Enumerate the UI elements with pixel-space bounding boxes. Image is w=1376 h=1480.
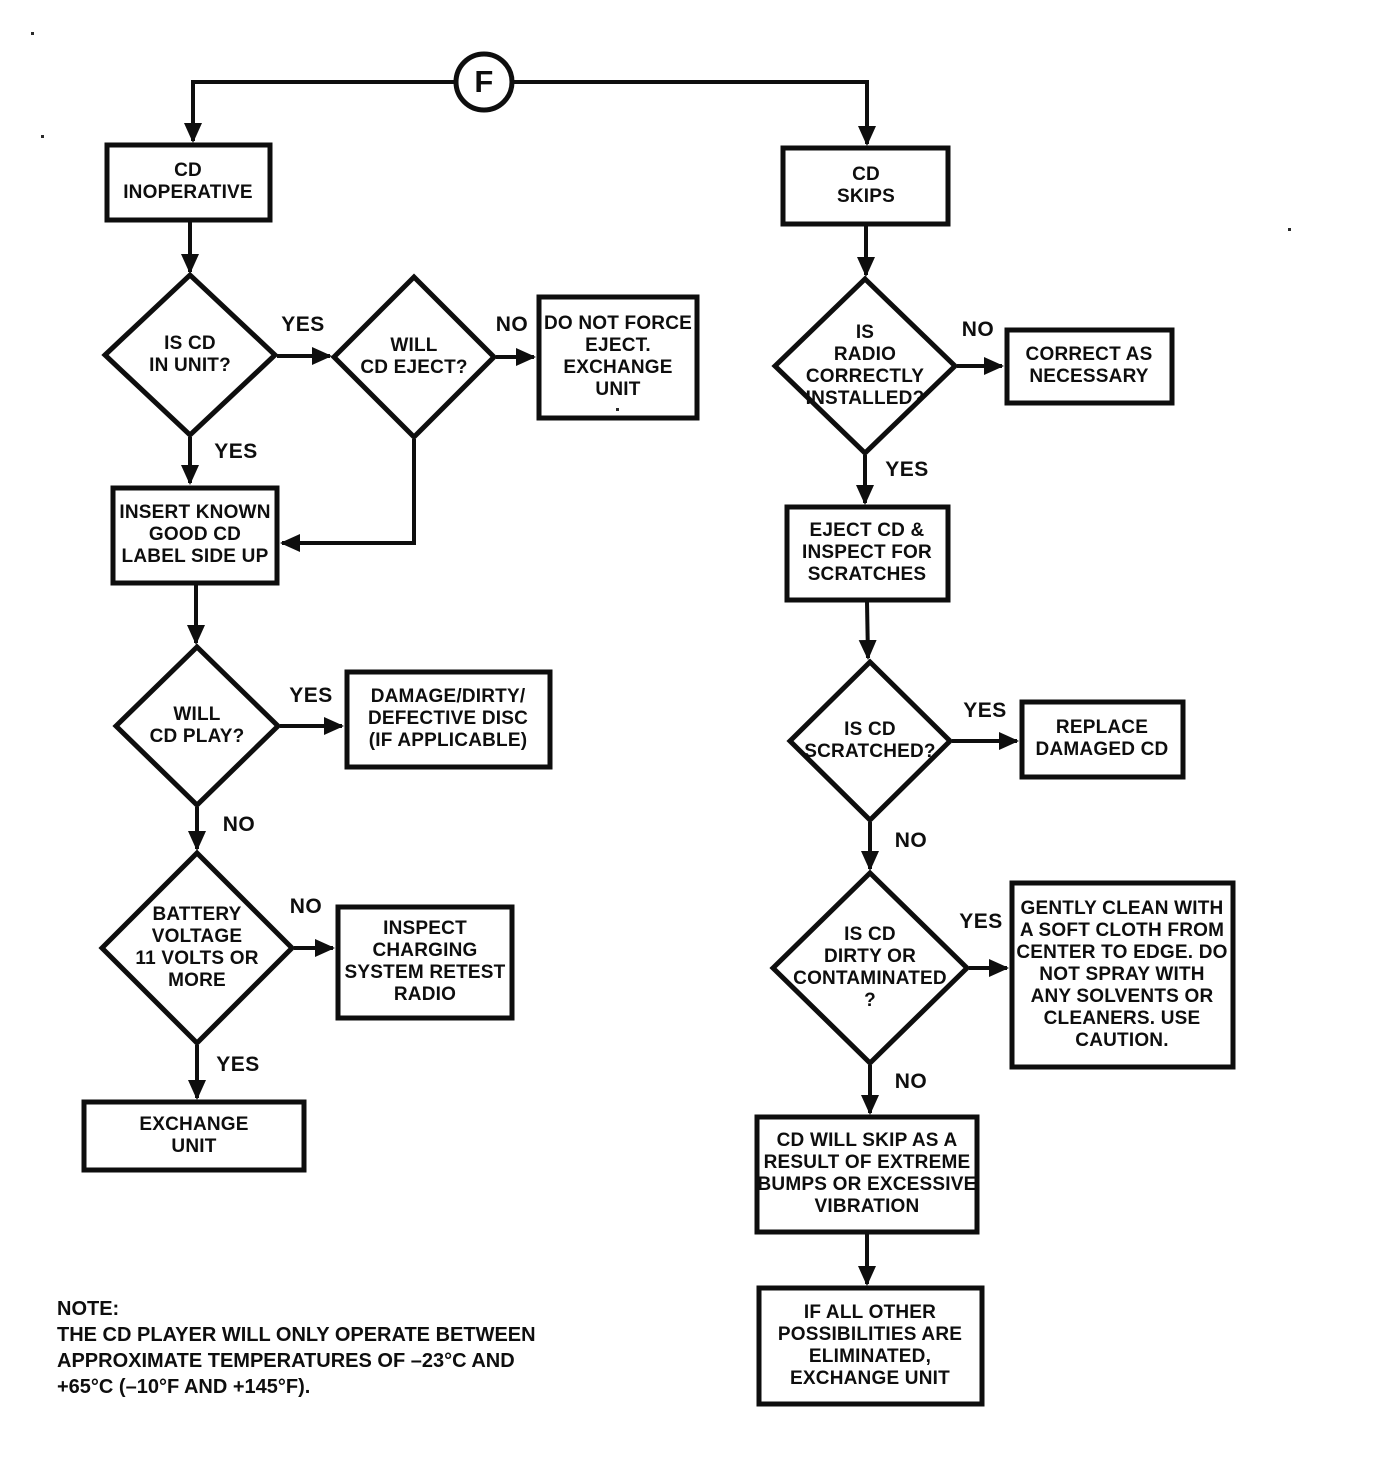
node-is-cd-scratched-diamond: [786, 658, 954, 824]
node-replace-damaged-cd-label: REPLACE DAMAGED CD: [1035, 717, 1169, 760]
edge-label-battery-yes: YES: [216, 1053, 260, 1076]
node-will-cd-play-label: WILL CD PLAY?: [149, 704, 245, 747]
node-will-cd-eject-label: WILL CD EJECT?: [360, 335, 468, 378]
edge-f-to-cd-inoperative: [184, 80, 460, 143]
scan-speck: [41, 135, 44, 138]
node-correct-as-necessary-label: CORRECT AS NECESSARY: [1025, 344, 1153, 387]
node-gently-clean-label: GENTLY CLEAN WITH A SOFT CLOTH FROM CENT…: [1016, 898, 1228, 1051]
node-damage-dirty-disc-box: [344, 669, 553, 770]
node-battery-voltage-diamond: [98, 849, 296, 1047]
edge-label-radio-yes: YES: [885, 458, 929, 481]
edge-label-scratched-no: NO: [894, 829, 928, 852]
node-will-cd-eject-diamond: [330, 273, 498, 441]
node-radio-installed-diamond: [771, 275, 959, 457]
node-is-cd-scratched-label: IS CD SCRATCHED?: [804, 719, 936, 762]
edge-label-play-yes: YES: [289, 684, 333, 707]
node-damage-dirty-disc-label: DAMAGE/DIRTY/ DEFECTIVE DISC (IF APPLICA…: [367, 686, 529, 751]
node-cd-will-skip-box: [754, 1114, 980, 1235]
node-gently-clean-box: [1009, 880, 1236, 1070]
node-insert-known-good-cd-box: [110, 485, 280, 586]
node-replace-damaged-cd-box: [1019, 699, 1186, 780]
node-will-cd-play-diamond: [112, 643, 282, 809]
node-exchange-unit-label: EXCHANGE UNIT: [139, 1114, 249, 1157]
scan-speck: [1288, 228, 1291, 231]
node-is-cd-in-unit-diamond: [101, 271, 279, 439]
node-inspect-charging-box: [335, 904, 515, 1021]
edge-label-inunit-yes-right: YES: [281, 313, 325, 336]
scan-speck: [31, 32, 34, 35]
edge-f-to-cd-skips: [508, 80, 876, 146]
node-battery-voltage-label: BATTERY VOLTAGE 11 VOLTS OR MORE: [135, 904, 259, 991]
node-is-cd-dirty-diamond: [769, 869, 971, 1067]
node-insert-known-good-cd-label: INSERT KNOWN GOOD CD LABEL SIDE UP: [119, 502, 271, 567]
edge-label-eject-no: NO: [495, 313, 529, 336]
node-do-not-force-eject-label: DO NOT FORCE EJECT. EXCHANGE UNIT: [543, 313, 693, 400]
edge-label-play-no: NO: [222, 813, 256, 836]
node-cd-skips-box: [780, 145, 951, 227]
node-if-all-other-label: IF ALL OTHER POSSIBILITIES ARE ELIMINATE…: [777, 1302, 963, 1389]
node-cd-inoperative-label: CD INOPERATIVE: [123, 160, 253, 203]
connector-f-circle: [453, 51, 515, 113]
edge-label-dirty-yes: YES: [959, 910, 1003, 933]
node-cd-inoperative-box: [104, 142, 273, 223]
edge-label-battery-no: NO: [289, 895, 323, 918]
edge-label-scratched-yes: YES: [963, 699, 1007, 722]
node-eject-inspect-box: [784, 504, 951, 603]
node-is-cd-dirty-label: IS CD DIRTY OR CONTAMINATED ?: [793, 924, 947, 1011]
node-is-cd-in-unit-label: IS CD IN UNIT?: [149, 333, 231, 376]
node-cd-skips-label: CD SKIPS: [836, 164, 896, 207]
edge-label-radio-no: NO: [961, 318, 995, 341]
edge-eject-yes-to-insert: [280, 439, 416, 552]
note-text: NOTE: THE CD PLAYER WILL ONLY OPERATE BE…: [57, 1298, 536, 1398]
node-radio-installed-label: IS RADIO CORRECTLY INSTALLED?: [805, 322, 925, 409]
edge-ejectinspect-to-scratched: [858, 601, 877, 660]
node-cd-will-skip-label: CD WILL SKIP AS A RESULT OF EXTREME BUMP…: [757, 1130, 977, 1217]
node-eject-inspect-label: EJECT CD & INSPECT FOR SCRATCHES: [802, 520, 932, 585]
node-inspect-charging-label: INSPECT CHARGING SYSTEM RETEST RADIO: [344, 918, 506, 1005]
edge-label-inunit-yes-down: YES: [214, 440, 258, 463]
node-exchange-unit-box: [81, 1099, 307, 1173]
node-if-all-other-box: [756, 1285, 985, 1407]
scan-speck: [616, 408, 619, 411]
edge-label-dirty-no: NO: [894, 1070, 928, 1093]
node-correct-as-necessary-box: [1004, 327, 1175, 406]
node-do-not-force-eject-box: [536, 294, 700, 421]
connector-f-label: F: [474, 64, 494, 99]
